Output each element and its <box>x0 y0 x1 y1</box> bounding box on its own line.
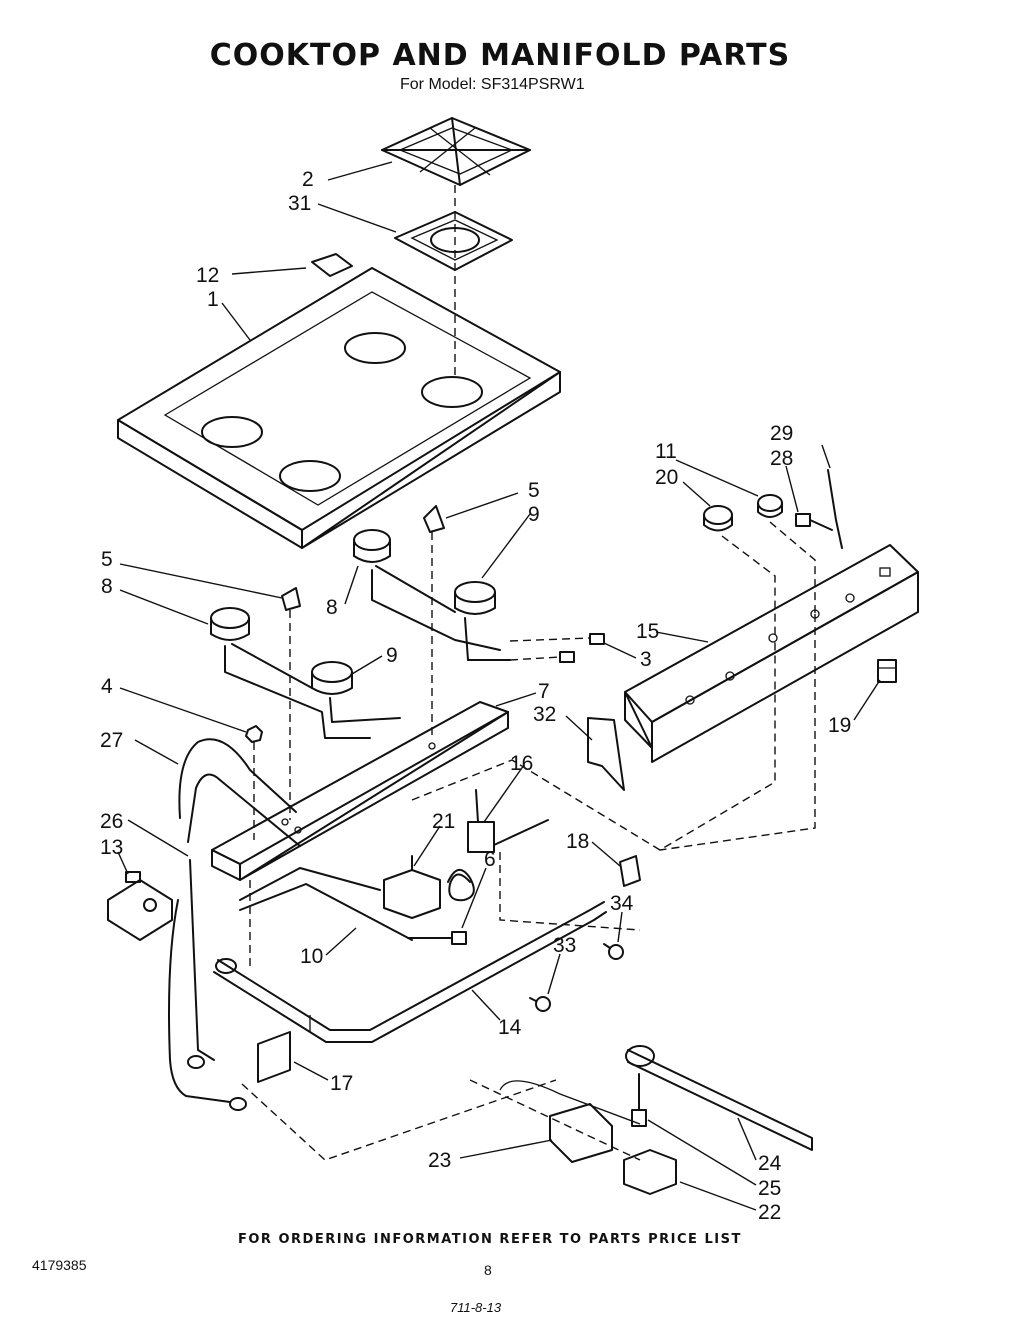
callout-28: 28 <box>770 447 793 470</box>
callout-20: 20 <box>655 466 678 489</box>
control-panel <box>624 544 919 763</box>
ordering-note: FOR ORDERING INFORMATION REFER TO PARTS … <box>238 1232 742 1247</box>
callout-33: 33 <box>553 934 576 957</box>
burner-support-7 <box>211 701 509 881</box>
callout-21: 21 <box>432 810 455 833</box>
safety-valve-21 <box>383 855 441 919</box>
bracket-5-lower <box>281 587 301 611</box>
burner-bowl <box>394 211 513 271</box>
callout-18: 18 <box>566 830 589 853</box>
callout-9-upper: 9 <box>528 503 540 526</box>
callout-29: 29 <box>770 422 793 445</box>
callout-34: 34 <box>610 892 634 915</box>
coil-capillary <box>447 869 475 902</box>
screw-33 <box>529 996 551 1012</box>
callout-2: 2 <box>302 168 314 191</box>
screw-34 <box>603 943 624 960</box>
oven-burner-24 <box>625 1045 813 1151</box>
bracket-18 <box>619 855 641 887</box>
handwritten-note: 711-8-13 <box>450 1300 502 1315</box>
callout-4: 4 <box>101 675 113 698</box>
callout-26: 26 <box>100 810 123 833</box>
callout-16: 16 <box>510 752 533 775</box>
callout-19: 19 <box>828 714 851 737</box>
oven-burner-shield <box>499 1080 641 1125</box>
callout-6: 6 <box>484 848 496 871</box>
gas-tubes <box>168 738 301 1111</box>
valve-22 <box>623 1149 677 1195</box>
nut-4 <box>245 725 263 743</box>
callout-24: 24 <box>758 1152 782 1175</box>
callout-11: 11 <box>655 440 677 463</box>
switch-19 <box>877 659 897 683</box>
callout-25: 25 <box>758 1177 781 1200</box>
callout-10: 10 <box>300 945 323 968</box>
callout-7: 7 <box>538 680 550 703</box>
knob-20 <box>703 505 733 532</box>
page-title: COOKTOP AND MANIFOLD PARTS <box>209 38 791 73</box>
callout-31: 31 <box>288 192 311 215</box>
callout-8-left: 8 <box>101 575 113 598</box>
callout-14: 14 <box>498 1016 522 1039</box>
callout-5-lower: 5 <box>101 548 113 571</box>
fitting-6 <box>407 931 467 945</box>
page-number: 8 <box>484 1262 492 1278</box>
model-subtitle: For Model: SF314PSRW1 <box>400 76 585 93</box>
callout-5-upper: 5 <box>528 479 540 502</box>
burner-grate <box>381 117 531 186</box>
document-number: 4179385 <box>32 1257 87 1273</box>
orifice-3 <box>559 633 605 663</box>
burner-assembly-right <box>353 529 511 661</box>
callout-8-mid: 8 <box>326 596 338 619</box>
switch-28 <box>795 513 833 531</box>
callout-12: 12 <box>196 264 219 287</box>
wire-29 <box>827 469 843 549</box>
burner-assembly-left <box>210 607 401 739</box>
callout-15: 15 <box>636 620 659 643</box>
thermostat-16 <box>467 789 549 853</box>
tube-10 <box>239 867 413 941</box>
valve-13 <box>107 871 173 941</box>
callout-22: 22 <box>758 1201 781 1224</box>
callout-27: 27 <box>100 729 123 752</box>
callout-3: 3 <box>640 648 652 671</box>
cooktop <box>117 267 561 549</box>
manifold-pipe-14 <box>213 880 607 1043</box>
bracket-17 <box>257 1015 311 1083</box>
knob-11 <box>757 494 783 518</box>
orifice-25 <box>631 1073 647 1127</box>
callout-13: 13 <box>100 836 123 859</box>
callout-9-lower: 9 <box>386 644 398 667</box>
callout-23: 23 <box>428 1149 451 1172</box>
callout-1: 1 <box>207 288 219 311</box>
bracket-12 <box>311 253 353 277</box>
bracket-5-upper <box>423 505 445 533</box>
bracket-32 <box>587 717 625 791</box>
callout-32: 32 <box>533 703 556 726</box>
callout-17: 17 <box>330 1072 353 1095</box>
